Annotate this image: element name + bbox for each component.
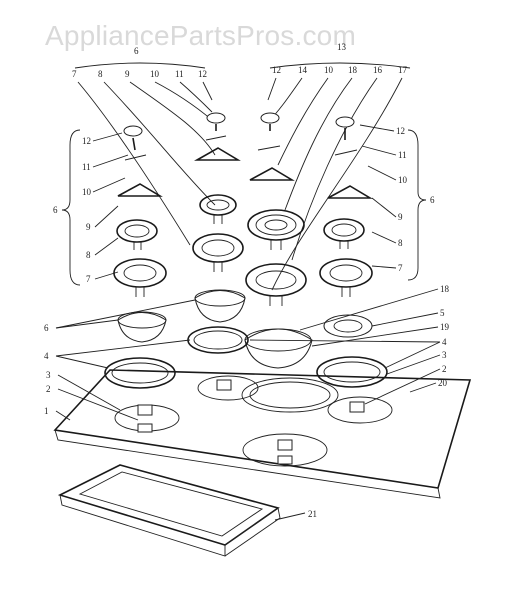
leader-lines-right [359, 124, 397, 269]
callout-tl-3: 10 [150, 69, 160, 79]
callout-rs-0: 12 [396, 126, 405, 136]
drip-tray [57, 464, 281, 557]
right-side-bracket [407, 129, 427, 281]
callout-rl-0: 18 [440, 284, 450, 294]
callout-rl-3: 4 [442, 337, 447, 347]
left-side-bracket [61, 129, 81, 286]
leader-lines-top [77, 77, 403, 291]
callout-ls-5: 7 [86, 274, 91, 284]
callout-tl-5: 12 [198, 69, 207, 79]
callout-tr-1: 14 [298, 65, 308, 75]
callout-rs-1: 11 [398, 150, 407, 160]
callout-rs-5: 7 [398, 263, 403, 273]
callout-rs-2: 10 [398, 175, 408, 185]
callout-tl-1: 8 [98, 69, 103, 79]
small-parts [117, 112, 373, 199]
callout-ll-0: 6 [44, 323, 49, 333]
callout-rl-2: 19 [440, 322, 450, 332]
callout-ll-2: 3 [46, 370, 51, 380]
callout-rl-1: 5 [440, 308, 445, 318]
heating-elements [113, 194, 373, 306]
drip-bowls [117, 289, 373, 369]
callout-bottom: 21 [308, 509, 317, 519]
callout-ls-4: 8 [86, 250, 91, 260]
callouts-right-lower: 18 5 19 4 3 2 20 [438, 284, 450, 388]
callout-tl-group: 6 [134, 46, 139, 56]
callout-ll-1: 4 [44, 351, 49, 361]
callout-rl-4: 3 [442, 350, 447, 360]
callout-tl-0: 7 [72, 69, 77, 79]
callouts-left-lower: 6 4 3 2 1 [44, 323, 51, 416]
callouts-top-right: 12 14 10 18 16 17 [272, 65, 408, 75]
callout-ll-4: 1 [44, 406, 49, 416]
callout-tr-5: 17 [398, 65, 408, 75]
watermark-text: AppliancePartsPros.com [45, 20, 356, 51]
leader-line-21 [274, 512, 306, 521]
leader-lines-left [92, 132, 129, 280]
callout-ls-3: 9 [86, 222, 91, 232]
callout-tr-group: 13 [337, 42, 347, 52]
callout-ls-1: 11 [82, 162, 91, 172]
callout-rl-5: 2 [442, 364, 447, 374]
callout-rs-4: 8 [398, 238, 403, 248]
callouts-left-side: 12 11 10 9 8 7 [82, 136, 92, 284]
callout-left-group: 6 [53, 205, 58, 215]
leader-lines-right-lower [249, 288, 441, 405]
callouts-top-left: 7 8 9 10 11 12 [72, 69, 207, 79]
callout-ls-2: 10 [82, 187, 92, 197]
leader-lines-left-lower [55, 299, 196, 421]
callouts-right-side: 12 11 10 9 8 7 [396, 126, 408, 273]
callout-tl-4: 11 [175, 69, 184, 79]
callout-tr-3: 18 [348, 65, 358, 75]
cooktop-panel [53, 369, 472, 499]
top-left-bracket [74, 62, 206, 69]
callout-right-group: 6 [430, 195, 435, 205]
callout-tr-0: 12 [272, 65, 281, 75]
callout-rl-6: 20 [438, 378, 448, 388]
callout-rs-3: 9 [398, 212, 403, 222]
top-right-bracket [269, 62, 411, 69]
callout-tl-2: 9 [125, 69, 130, 79]
callout-ll-3: 2 [46, 384, 51, 394]
callout-ls-0: 12 [82, 136, 91, 146]
callout-tr-4: 16 [373, 65, 383, 75]
callout-tr-2: 10 [324, 65, 334, 75]
